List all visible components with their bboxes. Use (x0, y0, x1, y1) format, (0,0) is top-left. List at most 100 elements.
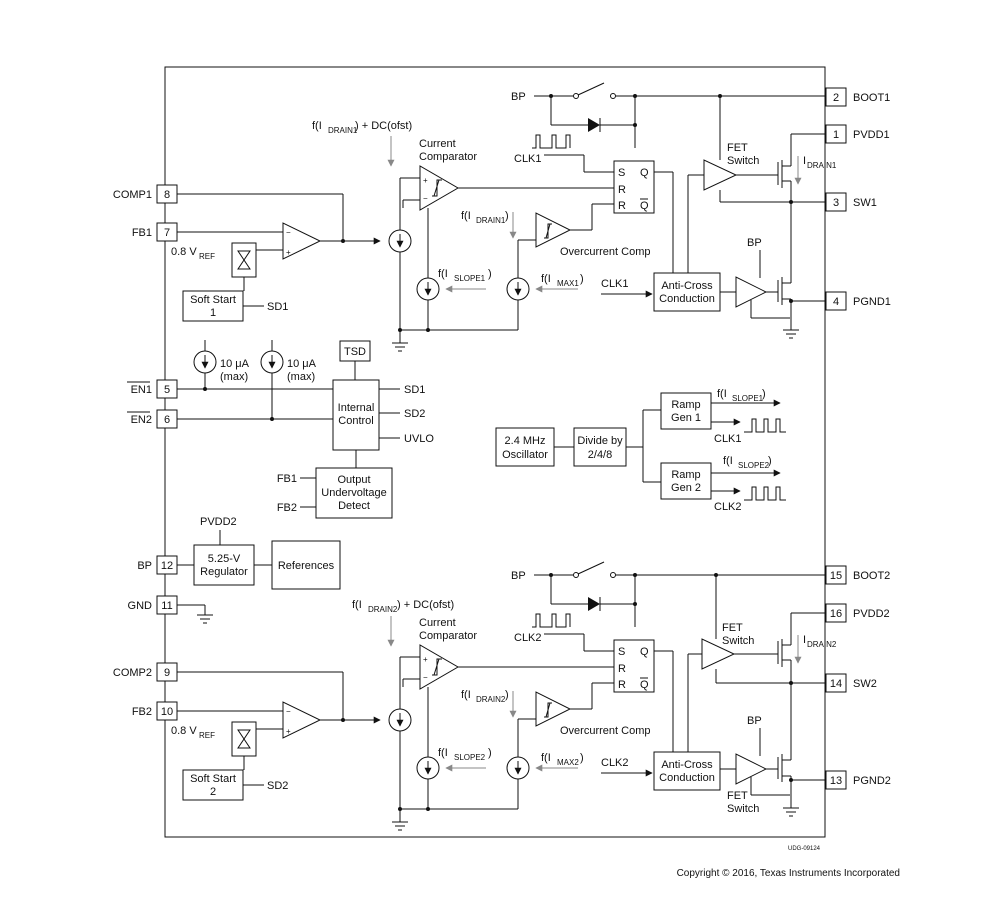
ch2-bp-label: BP (511, 570, 526, 582)
pin-en2-num: 6 (164, 414, 170, 426)
ch2-overcurrent-comparator (535, 691, 572, 727)
pin-comp2: 9 COMP2 (113, 662, 178, 682)
ch1-ac-line2: Conduction (659, 293, 715, 305)
pin-pvdd2: 16 PVDD2 (825, 603, 890, 623)
ch2-error-amplifier (282, 701, 322, 739)
references-label: References (278, 560, 335, 572)
oscillator-section: 2.4 MHz Oscillator Divide by 2/4/8 Ramp … (495, 388, 786, 513)
uv-detect-block (315, 467, 393, 519)
src2-value: 10 μA (287, 358, 317, 370)
pin-gnd-name: GND (128, 600, 153, 612)
ch2-idrain-sub: DRAIN2 (807, 640, 837, 649)
internal-control-block (332, 379, 380, 451)
osc-clk2: CLK2 (714, 501, 742, 513)
ch2-fslope-tail: ) (488, 747, 492, 759)
osc-line1: 2.4 MHz (505, 435, 546, 447)
ch1-clk-label: CLK1 (514, 153, 542, 165)
src1-max: (max) (220, 371, 248, 383)
ch1-clk-in-label: CLK1 (601, 278, 629, 290)
pin-bp-name: BP (137, 560, 152, 572)
channel-1: BP f(I DRAIN1 ) + DC(ofst) Current Compa… (171, 82, 837, 352)
ch1-fet-line1: FET (727, 142, 748, 154)
ch1-vref-pre: 0.8 V (171, 246, 197, 258)
pin-boot2-name: BOOT2 (853, 570, 890, 582)
tsd-label: TSD (344, 346, 366, 358)
pin-pgnd2-num: 13 (830, 775, 842, 787)
pin-boot1-name: BOOT1 (853, 92, 890, 104)
uv-line1: Output (337, 474, 370, 486)
pin-en2: 6 EN2 (127, 409, 178, 429)
osc-line2: Oscillator (502, 449, 548, 461)
ch2-anti-cross-block (653, 751, 721, 791)
ch2-fd-main: f(I (461, 689, 471, 701)
ch1-vref-sub: REF (199, 252, 215, 261)
reg-line2: Regulator (200, 566, 248, 578)
ch2-q: Q (640, 646, 649, 658)
src2-max: (max) (287, 371, 315, 383)
pin-gnd-num: 11 (161, 600, 172, 612)
fs1-main: f(I (717, 388, 727, 400)
pin-pvdd1: 1 PVDD1 (825, 124, 890, 144)
ch1-error-amplifier (282, 222, 322, 260)
ch2-cc-line2: Comparator (419, 630, 477, 642)
pin-sw2: 14 SW2 (825, 673, 877, 693)
ch2-fet-line1: FET (722, 622, 743, 634)
ch1-fslope-sub: SLOPE1 (454, 274, 486, 283)
uv-line2: Undervoltage (321, 487, 386, 499)
references-block (271, 540, 341, 590)
div-line2: 2/4/8 (588, 449, 612, 461)
ch2-ss-line2: 2 (210, 786, 216, 798)
ch2-vref-pre: 0.8 V (171, 725, 197, 737)
pin-sw1-name: SW1 (853, 197, 877, 209)
copyright: Copyright © 2016, Texas Instruments Inco… (677, 868, 900, 879)
ch2-ac-line2: Conduction (659, 772, 715, 784)
ch2-sr-latch (613, 639, 655, 693)
oscillator-block (495, 427, 555, 467)
ch2-ss-line1: Soft Start (190, 773, 236, 785)
pin-pvdd2-num: 16 (830, 608, 842, 620)
pin-en1-name: EN1 (131, 384, 152, 396)
ch2-fmax-sub: MAX2 (557, 758, 579, 767)
uv-fb2: FB2 (277, 502, 297, 514)
pin-comp2-num: 9 (164, 667, 170, 679)
ch2-current-comparator (419, 644, 459, 690)
ic-uvlo: UVLO (404, 433, 434, 445)
ch2-fmax-main: f(I (541, 752, 551, 764)
uv-line3: Detect (338, 500, 370, 512)
ch1-fslope-main: f(I (438, 268, 448, 280)
pin-bp: 12 BP (137, 555, 178, 575)
ch1-bp-label: BP (511, 91, 526, 103)
ch2-r2: R (618, 679, 626, 691)
ch2-cc-minus: − (423, 673, 428, 682)
ch1-fdrain-tail: ) + DC(ofst) (355, 120, 412, 132)
ch2-idrain-main: I (803, 634, 806, 646)
pin-gnd: 11 GND (128, 595, 178, 615)
src1-value: 10 μA (220, 358, 250, 370)
pin-pgnd2: 13 PGND2 (825, 770, 891, 790)
rg1-line1: Ramp (671, 399, 700, 411)
ch1-r2: R (618, 200, 626, 212)
ch1-fslope-tail: ) (488, 268, 492, 280)
pin-fb1-name: FB1 (132, 227, 152, 239)
ch1-fmax-sub: MAX1 (557, 279, 579, 288)
reg-line1: 5.25-V (208, 553, 241, 565)
ch1-fd-sub: DRAIN1 (476, 216, 506, 225)
ch1-cc-line1: Current (419, 138, 456, 150)
ch2-fdrain-tail: ) + DC(ofst) (397, 599, 454, 611)
pin-boot2: 15 BOOT2 (825, 565, 890, 585)
pin-fb2-num: 10 (161, 706, 173, 718)
ch1-clk-waveform (532, 134, 571, 149)
ch2-s: S (618, 646, 625, 658)
ch2-fslope-main: f(I (438, 747, 448, 759)
pin-en2-name: EN2 (131, 414, 152, 426)
fs2-main: f(I (723, 455, 733, 467)
pin-comp1-num: 8 (164, 189, 170, 201)
ch2-fet-line2: Switch (722, 635, 754, 647)
ch1-fmax-main: f(I (541, 273, 551, 285)
ch1-idrain-sub: DRAIN1 (807, 161, 837, 170)
right-pins: 2 BOOT1 1 PVDD1 3 SW1 4 PGND1 15 BOOT2 1… (825, 87, 891, 790)
ch1-sr-latch (613, 160, 655, 214)
ch2-fd-sub: DRAIN2 (476, 695, 506, 704)
ch1-fd-main: f(I (461, 210, 471, 222)
